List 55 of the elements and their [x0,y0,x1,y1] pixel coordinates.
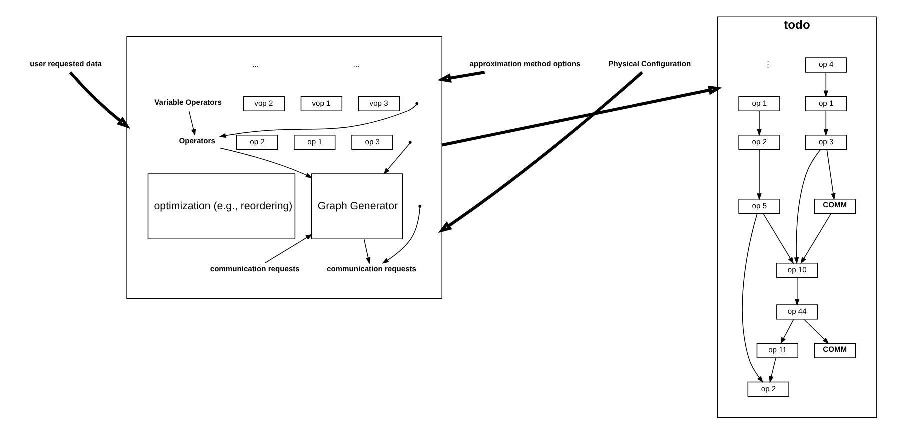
node-text: communication requests [326,264,416,274]
node-text: user requested data [30,59,102,68]
arrow [762,213,794,264]
arrow [218,104,417,138]
node-box: op 3 [351,134,393,150]
node-box: Graph Generator [310,174,403,240]
arrow [441,86,722,147]
node-box: op 5 [738,198,780,214]
arrow [756,110,762,136]
node-box: op 44 [776,304,818,320]
node-box: op 1 [294,134,336,150]
arrow [803,319,829,344]
node-box: vop 1 [300,96,342,112]
node-box: COMM [814,343,856,358]
arrow [800,213,832,264]
arrow [823,72,828,98]
node-box: op 2 [236,134,278,150]
arrow [264,234,312,264]
node-box: vop 3 [358,96,400,112]
arrow [742,213,764,384]
label: ⋮ [764,60,772,70]
arrow [219,148,312,178]
arrow [794,278,800,306]
arrow [438,71,643,234]
arrow [780,319,794,344]
node-box: op 2 [738,134,780,150]
node-text: Physical Configuration [608,59,691,68]
cluster [126,36,442,300]
node-box: op 2 [747,382,789,398]
arrow [383,143,410,175]
arrow [756,149,762,200]
node-box: vop 2 [242,96,284,112]
label: ... [352,60,360,70]
node-box: optimization (e.g., reordering) [147,174,296,240]
arrow [826,149,836,200]
node-box: op 1 [804,96,846,112]
arrow [363,238,370,264]
arrow [188,110,196,136]
arrow [437,71,485,83]
node-box: COMM [814,198,856,214]
arrow [823,110,828,136]
arrow [768,358,776,384]
arrow [794,149,820,264]
node-box: op 1 [738,96,780,112]
node-text: Variable Operators [154,98,222,108]
node-box: op 11 [756,343,798,358]
node-box: op 3 [804,134,846,150]
label: ... [252,60,258,70]
node-text: communication requests [210,264,300,274]
node-box: op 4 [804,58,846,73]
node-text: Operators [178,136,215,146]
node-box: op 10 [776,262,818,278]
node-text: approximation method options [469,59,580,68]
arrow [68,72,130,130]
arrow [382,207,420,264]
